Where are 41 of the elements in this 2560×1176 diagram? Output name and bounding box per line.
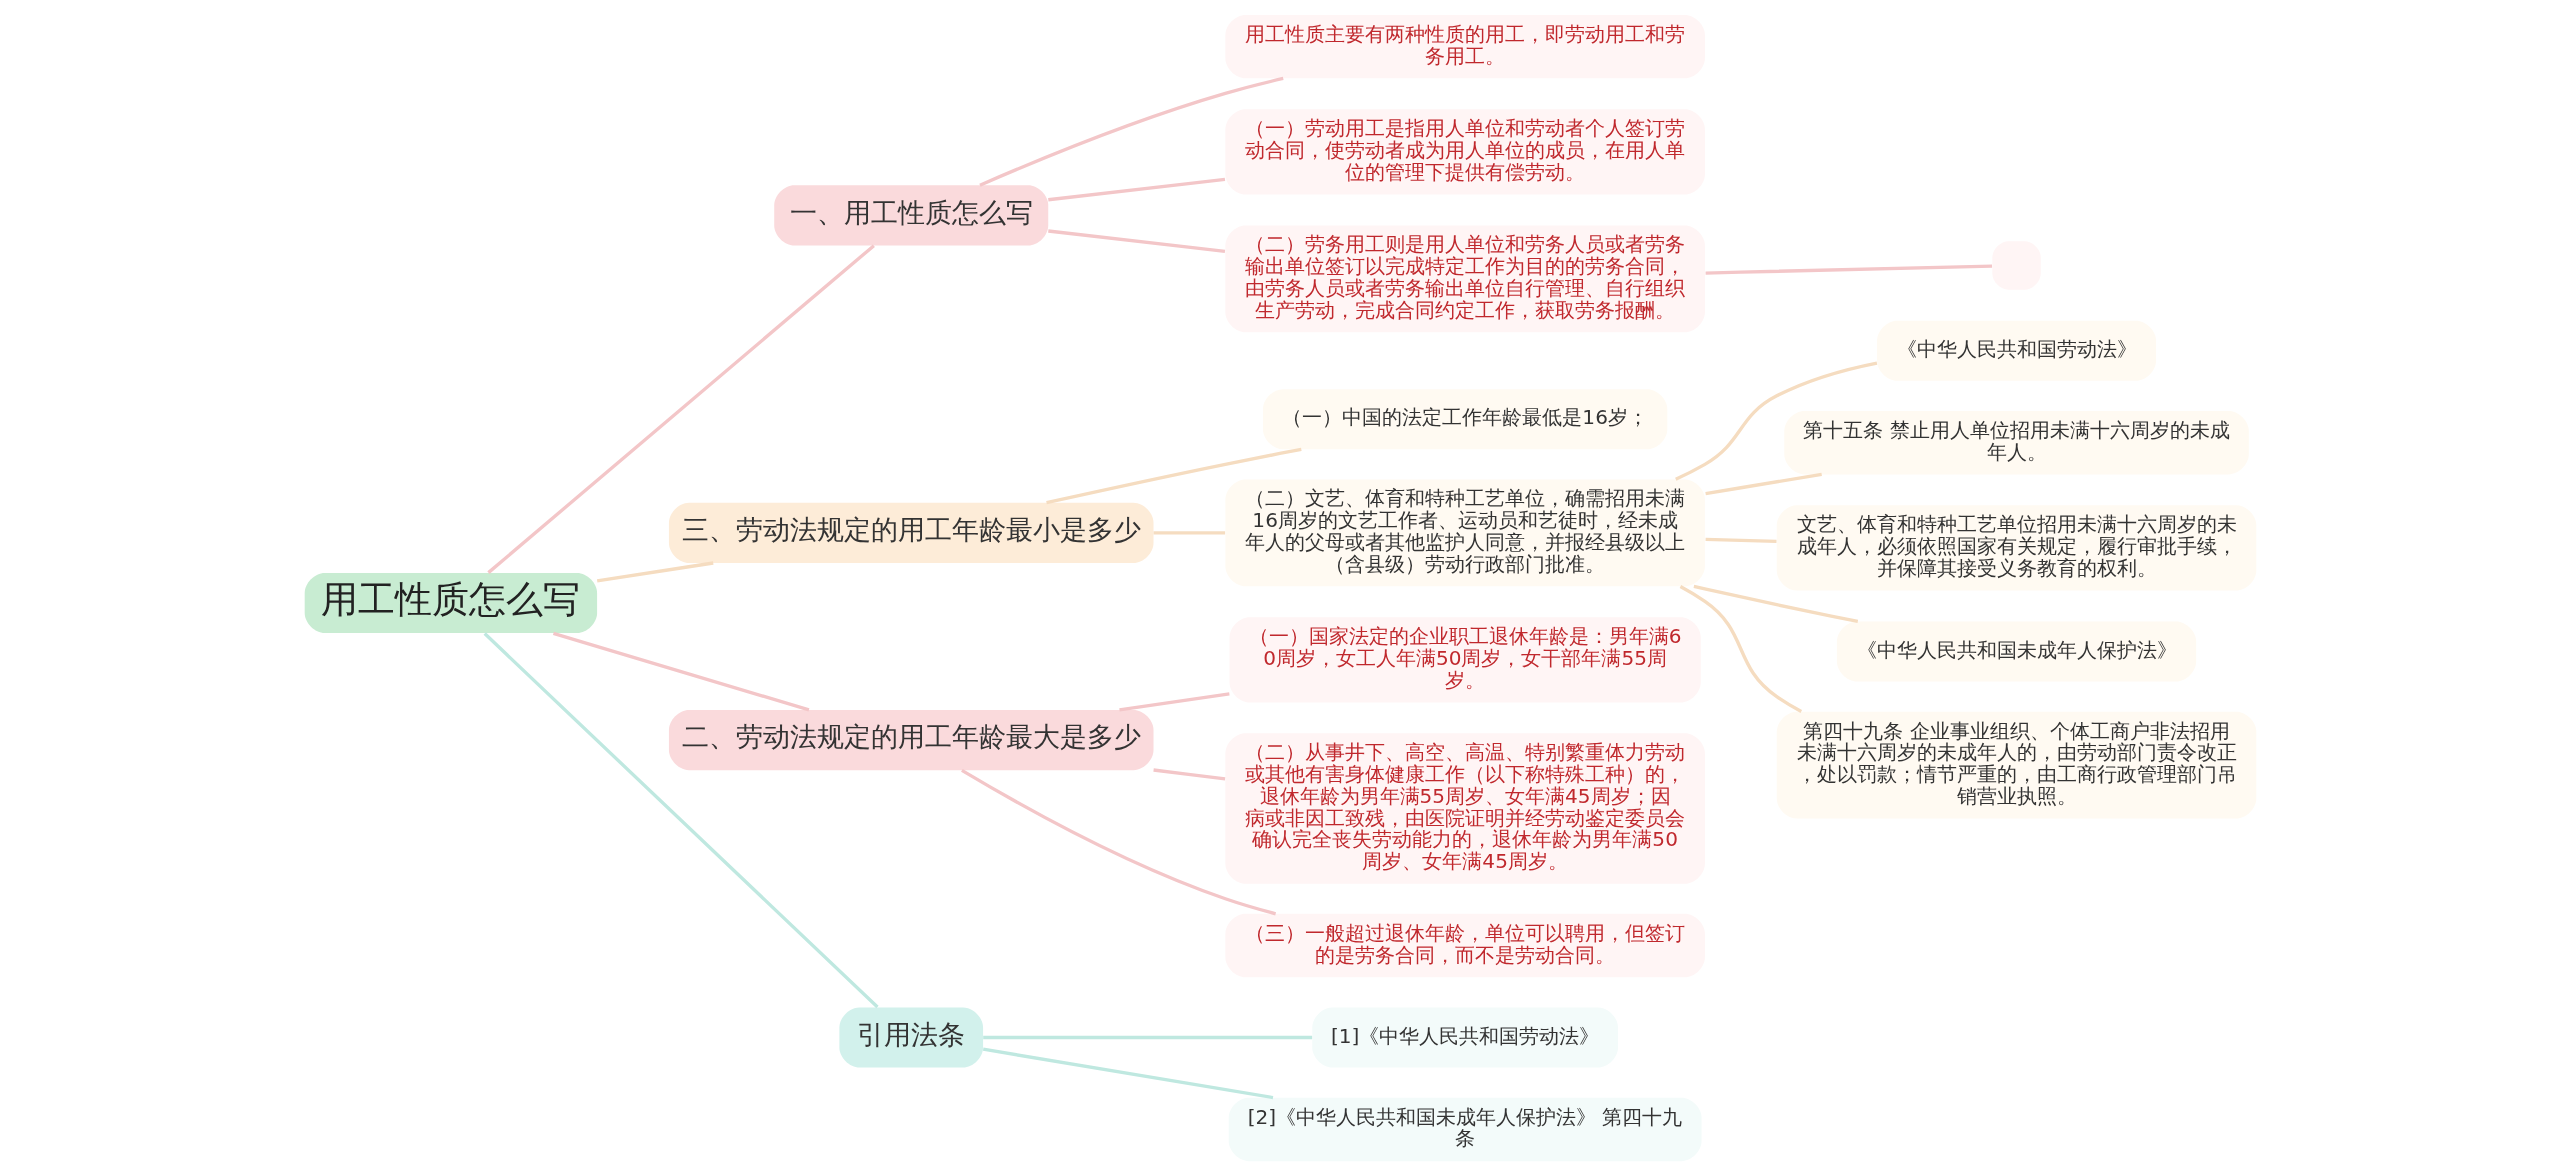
connector — [483, 632, 879, 1009]
node-box: 二、劳动法规定的用工年龄最大是多少 — [668, 710, 1153, 771]
node-box: （二）劳务用工则是用人单位和劳务人员或者劳务输出单位签订以完成特定工作为目的的劳务合同，由劳务人员或者劳务输出单位自行管理、自行组织生产劳动，完成合同约定工作，获取劳务报酬。 — [1224, 225, 1705, 333]
connector — [552, 631, 809, 712]
node-box: 用工性质主要有两种性质的用工，即劳动用工和劳务用工。 — [1224, 14, 1705, 79]
node-box: 《中华人民共和国劳动法》 — [1876, 320, 2156, 381]
connector — [1705, 537, 1777, 544]
connector — [1047, 177, 1225, 202]
connector — [596, 561, 713, 583]
node-box: 用工性质怎么写 — [304, 572, 597, 634]
node-box: 文艺、体育和特种工艺单位招用未满十六周岁的未成年人，必须依照国家有关规定，履行审批手续，并保障其接受义务教育的权利。 — [1776, 505, 2256, 591]
node-box: （一）中国的法定工作年龄最低是16岁； — [1262, 389, 1667, 450]
connector — [960, 768, 1276, 916]
node-box: （三）一般超过退休年龄，单位可以聘用，但签订的是劳务合同，而不是劳动合同。 — [1224, 913, 1705, 978]
node-box: 第四十九条 企业事业组织、个体工商户非法招用未满十六周岁的未成年人的，由劳动部门责令改正，处以罚款；情节严重的，由工商行政管理部门吊销营业执照。 — [1776, 711, 2256, 819]
node-box: [1]《中华人民共和国劳动法》 — [1311, 1007, 1618, 1068]
node-box: 一、用工性质怎么写 — [773, 185, 1048, 246]
node-box: （一）劳动用工是指用人单位和劳动者个人签订劳动合同，使劳动者成为用人单位的成员，在用人单位的管理下提供有偿劳动。 — [1224, 109, 1705, 195]
connector — [1674, 361, 1877, 481]
connector — [1704, 472, 1822, 496]
connector — [486, 244, 875, 574]
connector — [982, 1035, 1312, 1040]
node-box: （二）文艺、体育和特种工艺单位，确需招用未满16周岁的文艺工作者、运动员和艺徒时，经未成年人的父母或者其他监护人同意，并报经县级以上（含县级）劳动行政部门批准。 — [1224, 479, 1705, 587]
connector — [1045, 447, 1302, 505]
node-box: 引用法条 — [838, 1007, 983, 1068]
connector — [1047, 229, 1225, 254]
connector — [982, 1047, 1273, 1100]
connector — [1693, 584, 1858, 624]
node-box — [1991, 241, 2041, 290]
connector — [978, 76, 1284, 187]
node-box: [2]《中华人民共和国未成年人保护法》 第四十九条 — [1228, 1097, 1702, 1162]
node-box: 第十五条 禁止用人单位招用未满十六周岁的未成年人。 — [1783, 410, 2249, 475]
node-box: 三、劳动法规定的用工年龄最小是多少 — [668, 502, 1153, 563]
connector — [1153, 531, 1225, 535]
node-box: （一）国家法定的企业职工退休年龄是：男年满60周岁，女工人年满50周岁，女干部年满55周岁。 — [1229, 617, 1701, 703]
connector — [1118, 692, 1230, 712]
connector — [1679, 585, 1802, 713]
connector — [1152, 768, 1225, 781]
node-box: （二）从事井下、高空、高温、特别繁重体力劳动或其他有害身体健康工作（以下称特殊工种）的，退休年龄为男年满55周岁、女年满45周岁；因病或非因工致残，由医院证明并经劳动鉴定委员会确认完全丧失劳动能力的，退休年龄为男年满50周岁、女年满45周岁。 — [1224, 733, 1705, 884]
node-box: 《中华人民共和国未成年人保护法》 — [1836, 621, 2196, 682]
connector — [1705, 264, 1992, 275]
